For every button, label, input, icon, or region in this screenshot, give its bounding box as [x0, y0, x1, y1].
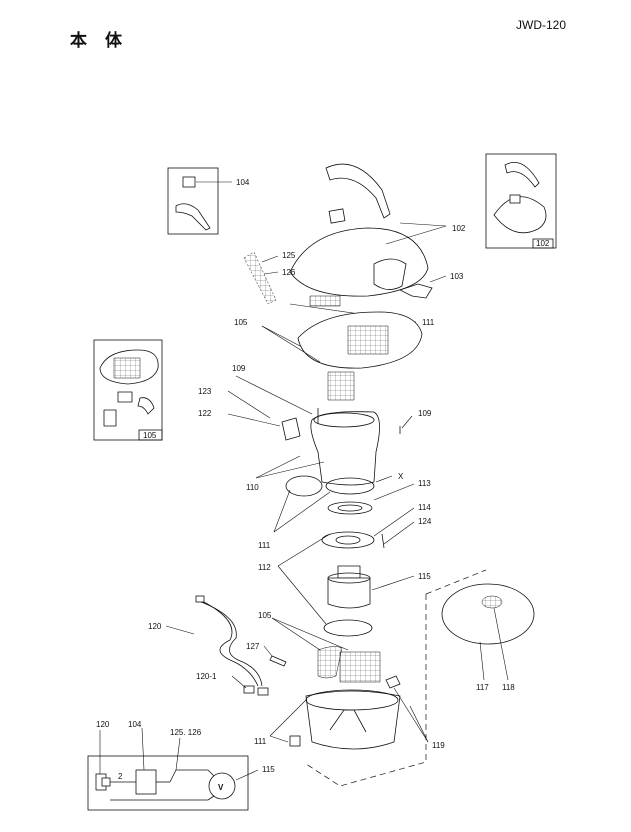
label-103: 103 — [450, 272, 464, 281]
label-126: 126 — [282, 268, 296, 277]
model-number: JWD-120 — [516, 18, 567, 32]
label-120-1: 120-1 — [196, 672, 217, 681]
inset-105-box: 105 — [93, 339, 163, 441]
schematic-label-115: 115 — [262, 765, 275, 774]
power-cord: 120 127 120-1 — [148, 595, 287, 696]
schematic-label-120: 120 — [96, 720, 110, 729]
motor-symbol: V — [218, 783, 224, 792]
label-105-bottom: 105 — [258, 611, 272, 620]
label-120: 120 — [148, 622, 162, 631]
label-111-top: 111 — [422, 318, 435, 327]
label-104: 104 — [236, 178, 250, 187]
page-title: 本体 — [70, 31, 140, 51]
base-housing: 111 119 — [254, 569, 487, 787]
label-115: 115 — [418, 572, 431, 581]
inset-102-box: 102 — [485, 153, 557, 249]
inset-105-label: 105 — [143, 431, 157, 440]
label-109-right: 109 — [418, 409, 432, 418]
label-x: X — [398, 472, 404, 481]
inset-104-box: 104 — [167, 167, 250, 235]
label-111-bottom: 111 — [254, 737, 267, 746]
label-119: 119 — [432, 741, 445, 750]
cyclone-body: 109 123 122 109 110 — [198, 364, 432, 492]
label-111-mid: 111 — [258, 541, 271, 550]
label-110: 110 — [246, 483, 259, 492]
label-105-top: 105 — [234, 318, 248, 327]
inset-102-label: 102 — [536, 239, 550, 248]
filter-rings: X 113 114 124 111 — [258, 472, 432, 550]
label-125: 125 — [282, 251, 296, 260]
filter-disc: 117 118 — [441, 583, 535, 692]
wiring-schematic: V 120 104 125. 126 2 115 — [87, 720, 275, 811]
schematic-label-125-126: 125. 126 — [170, 728, 202, 737]
label-124: 124 — [418, 517, 432, 526]
label-102: 102 — [452, 224, 466, 233]
schematic-label-104: 104 — [128, 720, 142, 729]
motor-unit: 115 112 — [258, 533, 431, 637]
schematic-label-2: 2 — [118, 772, 123, 781]
label-118: 118 — [502, 683, 515, 692]
label-127: 127 — [246, 642, 260, 651]
label-114: 114 — [418, 503, 431, 512]
label-117: 117 — [476, 683, 489, 692]
top-cover-assembly: 102 103 125 126 111 — [243, 163, 466, 327]
lid-plate: 105 — [234, 311, 423, 401]
label-109-left: 109 — [232, 364, 246, 373]
label-122: 122 — [198, 409, 212, 418]
label-112: 112 — [258, 563, 271, 572]
lower-panels: 105 — [258, 611, 381, 683]
label-123: 123 — [198, 387, 212, 396]
label-113: 113 — [418, 479, 431, 488]
